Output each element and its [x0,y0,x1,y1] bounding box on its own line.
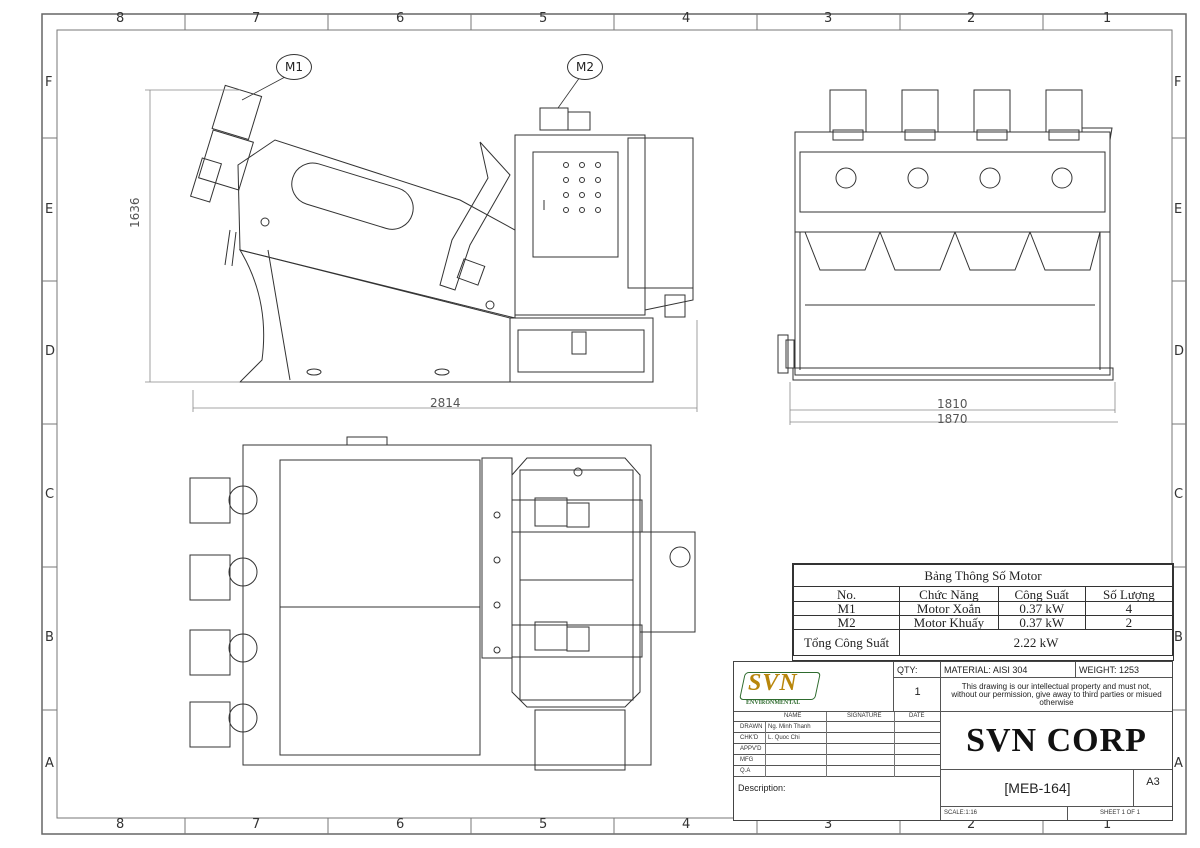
table-row: CHK'D L. Quoc Chi [734,733,941,744]
zone-row-e-right: E [1174,202,1183,217]
motor-table-cell: Motor Xoắn [899,601,999,616]
motor-table-cell: 0.37 kW [997,615,1086,630]
zone-row-f: F [45,75,53,90]
zone-row-d: D [45,344,56,359]
col-name: NAME [784,713,802,719]
name-grid-header: NAME SIGNATURE DATE [734,712,941,722]
motor-table-total-label: Tổng Công Suất [792,629,901,656]
disclaimer: This drawing is our intellectual propert… [941,678,1172,712]
zone-col-4-bottom: 4 [682,817,691,832]
motor-table-total-value: 2.22 kW [899,629,1173,656]
top-view [189,436,696,771]
dimension-side-length: 2814 [430,396,461,410]
side-view [189,84,694,383]
zone-col-7-bottom: 7 [252,817,261,832]
motor-table-header-no: No. [792,586,901,602]
zone-col-8: 8 [116,11,125,26]
zone-col-5: 5 [539,11,548,26]
zone-row-c-right: C [1174,487,1184,502]
material: MATERIAL: AISI 304 [941,662,1076,678]
zone-row-b: B [45,630,54,645]
scale: SCALE:1:16 [941,807,1068,820]
description-label: Description: [734,777,941,820]
zone-col-1-bottom: 1 [1103,817,1112,832]
zone-row-a-right: A [1174,756,1183,771]
motor-table-cell: Motor Khuấy [899,615,999,630]
dimension-front-inner: 1810 [937,397,968,411]
drawing-number: [MEB-164] [1004,780,1071,796]
role-name: Ng. Minh Thanh [768,724,811,730]
drawing-number-cell: [MEB-164] [941,770,1134,807]
zone-col-1: 1 [1103,11,1112,26]
callout-m2: M2 [567,54,603,80]
table-row: M1 Motor Xoắn 0.37 kW 4 [792,601,1174,616]
zone-col-4: 4 [682,11,691,26]
motor-spec-table: Bảng Thông Số Motor No. Chức Năng Công S… [792,563,1174,661]
dimension-front-outer: 1870 [937,412,968,426]
table-row: Q.A [734,766,941,777]
logo-text: SVN [748,670,798,696]
qty-value: 1 [914,686,921,698]
motor-table-header-quantity: Số Lượng [1084,586,1174,602]
role-label: MFG [740,757,754,763]
qty-label: QTY: [894,662,941,678]
title-block: SVN ENVIRONMENTAL QTY: 1 MATERIAL: AISI … [733,661,1173,821]
motor-table-title: Bảng Thông Số Motor [793,564,1173,587]
logo-subtitle: ENVIRONMENTAL [746,700,801,706]
zone-col-2-bottom: 2 [967,817,976,832]
front-view [777,89,1114,381]
zone-col-3-bottom: 3 [824,817,833,832]
company-cell: SVN CORP [941,712,1172,770]
motor-table-cell: M1 [792,601,901,616]
sheet-size: A3 [1146,776,1160,788]
size-cell: A3 [1134,770,1172,807]
weight: WEIGHT: 1253 [1076,662,1172,678]
zone-row-e: E [45,202,54,217]
zone-row-f-right: F [1174,75,1182,90]
motor-table-cell: 0.37 kW [997,601,1086,616]
motor-table-cell: 2 [1084,615,1174,630]
company-name: SVN CORP [966,722,1147,759]
col-signature: SIGNATURE [847,713,882,719]
motor-table-header-power: Công Suất [997,586,1086,602]
role-label: DRAWN [740,724,763,730]
role-label: APPV'D [740,746,762,752]
zone-row-c: C [45,487,55,502]
zone-col-6-bottom: 6 [396,817,405,832]
sheet-number: SHEET 1 OF 1 [1100,810,1140,816]
table-row: M2 Motor Khuấy 0.37 kW 2 [792,615,1174,630]
zone-row-b-right: B [1174,630,1183,645]
callout-m1: M1 [276,54,312,80]
motor-table-header-function: Chức Năng [899,586,999,602]
zone-col-5-bottom: 5 [539,817,548,832]
dimension-side-height: 1636 [128,197,142,228]
table-row: MFG [734,755,941,766]
motor-table-cell: M2 [792,615,901,630]
motor-table-cell: 4 [1084,601,1174,616]
callout-leaders [241,76,581,109]
zone-col-6: 6 [396,11,405,26]
zone-row-a: A [45,756,54,771]
col-date: DATE [909,713,925,719]
zone-col-7: 7 [252,11,261,26]
control-buttons [543,162,601,213]
zone-col-2: 2 [967,11,976,26]
role-label: CHK'D [740,735,759,741]
front-dimension-lines [789,382,1118,425]
zone-col-8-bottom: 8 [116,817,125,832]
table-row: APPV'D [734,744,941,755]
role-name: L. Quoc Chi [768,735,800,741]
role-label: Q.A [740,768,751,774]
zone-col-3: 3 [824,11,833,26]
blank-cell [894,662,941,712]
logo-cell: SVN ENVIRONMENTAL [734,662,894,712]
table-row: DRAWN Ng. Minh Thanh [734,722,941,733]
side-dimension-lines [145,89,698,412]
zone-row-d-right: D [1174,344,1185,359]
